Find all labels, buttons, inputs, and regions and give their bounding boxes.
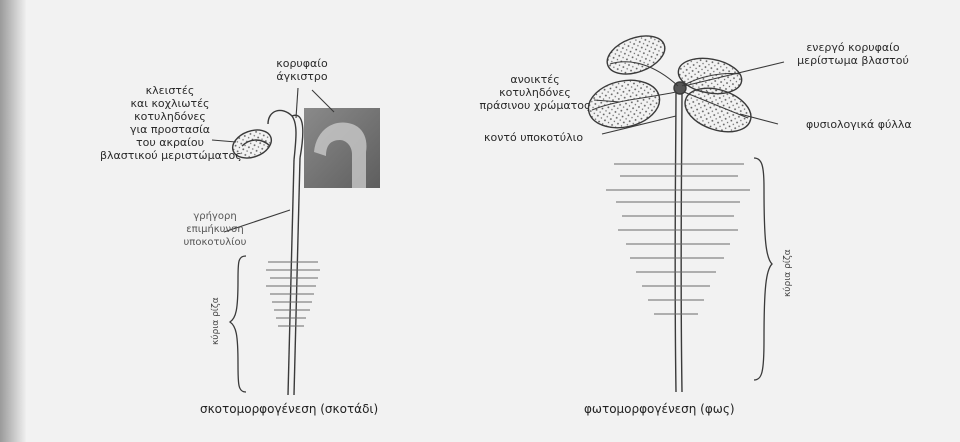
label-line: άγκιστρο bbox=[262, 70, 342, 83]
short-hypocotyl bbox=[675, 90, 676, 392]
label-open-cotyledons: ανοικτές κοτυληδόνες πράσινου χρώματος bbox=[470, 73, 600, 112]
label-line: κοτυληδόνες bbox=[470, 86, 600, 99]
label-line: κορυφαίο bbox=[262, 57, 342, 70]
label-root-right: κύρια ρίζα bbox=[783, 237, 793, 297]
label-hypocotyl-elongation: γρήγορη επιμήκυνση υποκοτυλίου bbox=[170, 210, 260, 249]
caption-skotomorphogenesis: σκοτομορφογένεση (σκοτάδι) bbox=[200, 402, 378, 416]
caption-photomorphogenesis: φωτομορφογένεση (φως) bbox=[584, 402, 735, 416]
label-line: υποκοτυλίου bbox=[170, 236, 260, 249]
label-line: μερίστωμα βλαστού bbox=[778, 54, 928, 67]
label-line: γρήγορη bbox=[170, 210, 260, 223]
label-closed-cotyledons: κλειστές και κοχλιωτές κοτυληδόνες για π… bbox=[100, 84, 240, 162]
label-short-hypocotyl: κοντό υποκοτύλιο bbox=[484, 131, 583, 144]
root-brace-left bbox=[230, 256, 246, 392]
label-line: πράσινου χρώματος bbox=[470, 99, 600, 112]
cotyledon-right bbox=[679, 80, 756, 139]
label-line: και κοχλιωτές bbox=[100, 97, 240, 110]
label-apical-hook: κορυφαίο άγκιστρο bbox=[262, 57, 342, 83]
label-line: του ακραίου bbox=[100, 136, 240, 149]
apical-hook bbox=[268, 110, 296, 160]
root-brace-right bbox=[754, 158, 772, 380]
label-line: κοτυληδόνες bbox=[100, 110, 240, 123]
label-line: ενεργό κορυφαίο bbox=[778, 41, 928, 54]
label-line: για προστασία bbox=[100, 123, 240, 136]
label-line: επιμήκυνση bbox=[170, 223, 260, 236]
root-hairs-left bbox=[266, 262, 320, 326]
leaf-top bbox=[602, 29, 670, 81]
label-active-meristem: ενεργό κορυφαίο μερίστωμα βλαστού bbox=[778, 41, 928, 67]
deetiolated-seedling bbox=[584, 29, 757, 392]
leader-hook bbox=[296, 88, 298, 118]
hook-photo bbox=[304, 108, 380, 188]
label-line: βλαστικού μεριστώματος bbox=[100, 149, 240, 162]
label-root-left: κύρια ρίζα bbox=[211, 285, 221, 345]
label-normal-leaves: φυσιολογικά φύλλα bbox=[806, 118, 912, 131]
root-hairs-right bbox=[606, 164, 750, 314]
label-line: ανοικτές bbox=[470, 73, 600, 86]
label-line: κλειστές bbox=[100, 84, 240, 97]
